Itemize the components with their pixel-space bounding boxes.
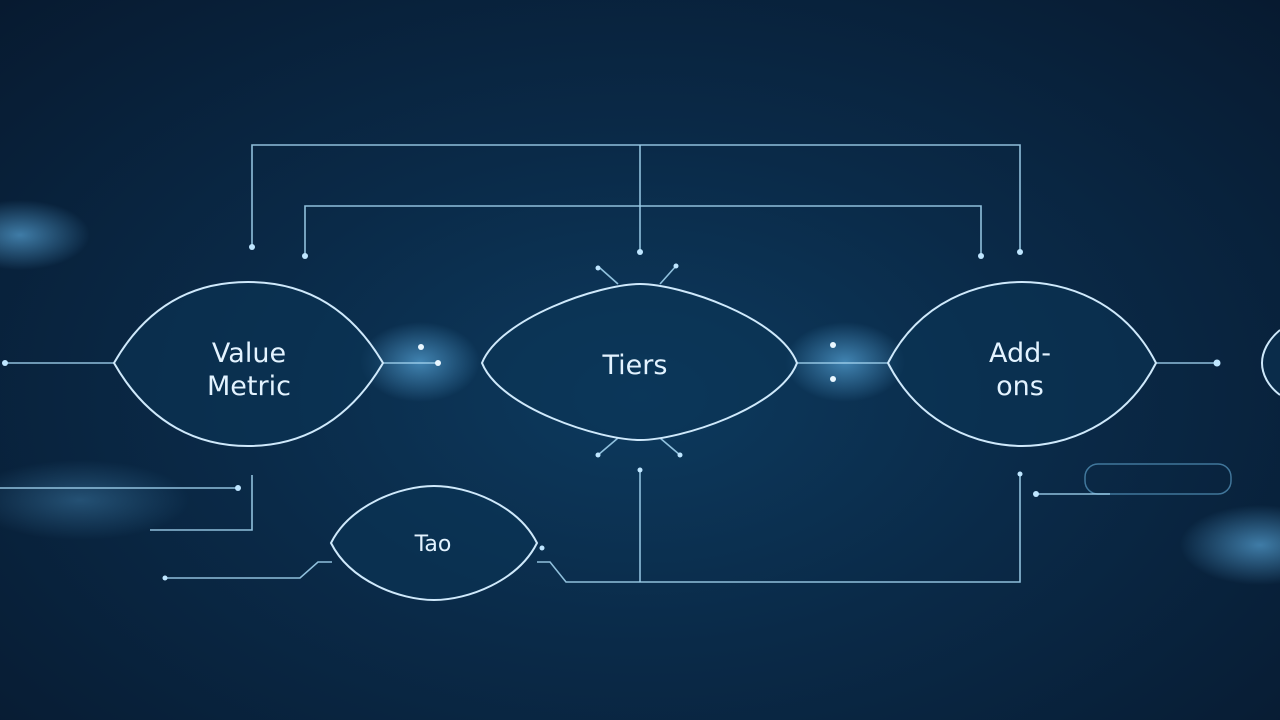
- node-value-metric[interactable]: Value Metric: [112, 280, 385, 448]
- node-label: Tao: [414, 532, 452, 557]
- node-label: Add-: [989, 338, 1051, 369]
- node-label: ons: [996, 371, 1044, 402]
- node-tao[interactable]: Tao: [329, 484, 539, 602]
- node-label: Tiers: [602, 350, 668, 381]
- node-label: Value: [212, 338, 286, 369]
- junction-dots: [2, 244, 1221, 581]
- connector-lines: [0, 144, 1217, 583]
- node-label: Metric: [207, 371, 291, 402]
- node-tiers[interactable]: Tiers: [480, 282, 799, 442]
- offscreen-node-edge: [1260, 329, 1280, 396]
- node-add-ons[interactable]: Add- ons: [886, 280, 1158, 448]
